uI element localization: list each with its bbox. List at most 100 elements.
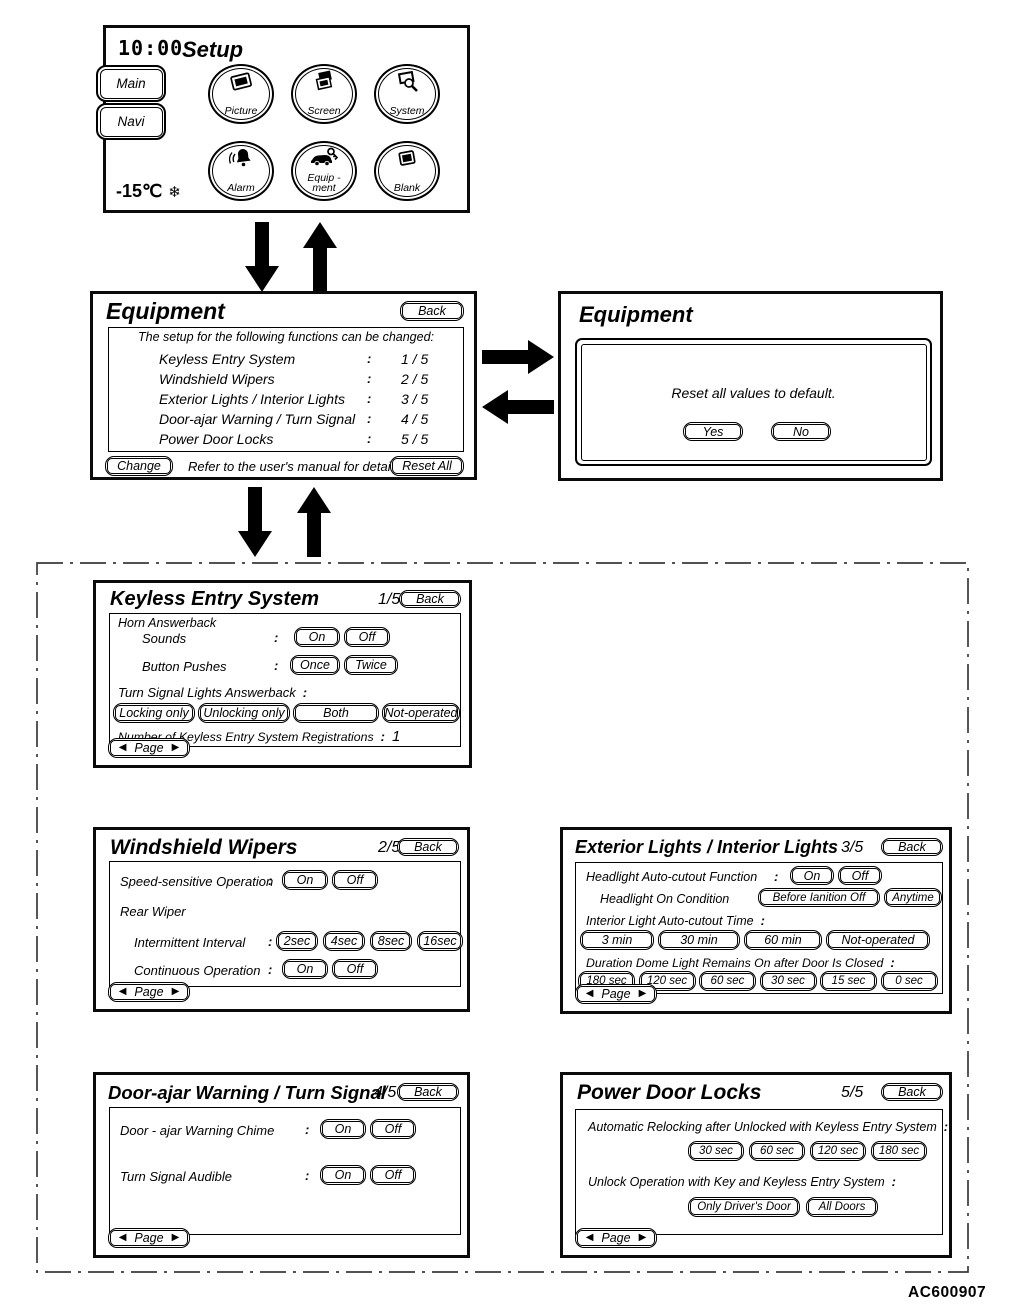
all-doors-button[interactable]: All Doors <box>806 1197 878 1217</box>
pushes-once-button[interactable]: Once <box>290 655 340 675</box>
option-label: Once <box>300 658 330 672</box>
headlight-off-button[interactable]: Off <box>838 866 882 885</box>
chime-on-button[interactable]: On <box>320 1119 366 1139</box>
sounds-on-button[interactable]: On <box>294 627 340 647</box>
setup-item-alarm[interactable]: Alarm <box>208 141 274 201</box>
chime-off-button[interactable]: Off <box>370 1119 416 1139</box>
page-prev-icon[interactable]: ◀ <box>118 1232 127 1243</box>
before-ignition-off-button[interactable]: Before Ianition Off <box>758 888 880 907</box>
power-door-locks-screen: Power Door Locks 5/5 Back Automatic Relo… <box>560 1072 952 1258</box>
locking-only-button[interactable]: Locking only <box>113 703 195 723</box>
page-nav-button[interactable]: ◀ Page ▶ <box>575 1228 657 1248</box>
option-label: 0 sec <box>895 975 923 987</box>
pushes-twice-button[interactable]: Twice <box>344 655 398 675</box>
arrow-setup-to-equipment-icon <box>245 222 279 292</box>
interval-16sec-button[interactable]: 16sec <box>417 931 463 951</box>
no-button[interactable]: No <box>771 422 831 441</box>
keyless-content-box: Horn Answerback Sounds : On Off Button P… <box>109 613 461 747</box>
auto-relock-label: Automatic Relocking after Unlocked with … <box>588 1119 948 1134</box>
setup-item-screen[interactable]: Screen <box>291 64 357 124</box>
back-button[interactable]: Back <box>400 301 464 321</box>
option-label: Only Driver's Door <box>697 1201 791 1213</box>
colon: : <box>367 431 372 446</box>
cutout-3min-button[interactable]: 3 min <box>580 930 654 950</box>
audible-on-button[interactable]: On <box>320 1165 366 1185</box>
dome-15sec-button[interactable]: 15 sec <box>820 971 877 991</box>
page-next-icon[interactable]: ▶ <box>171 986 180 997</box>
cutout-60min-button[interactable]: 60 min <box>744 930 822 950</box>
exterior-content-box: Headlight Auto-cutout Function : On Off … <box>575 862 943 994</box>
arrow-pages-to-equipment-icon <box>297 487 331 557</box>
yes-button[interactable]: Yes <box>683 422 743 441</box>
page-prev-icon[interactable]: ◀ <box>118 742 127 753</box>
audible-off-button[interactable]: Off <box>370 1165 416 1185</box>
cutout-not-operated-button[interactable]: Not-operated <box>826 930 930 950</box>
relock-120sec-button[interactable]: 120 sec <box>810 1141 866 1161</box>
option-label: Twice <box>355 658 387 672</box>
back-button[interactable]: Back <box>397 1083 459 1101</box>
option-label: On <box>803 868 821 883</box>
speed-off-button[interactable]: Off <box>332 870 378 890</box>
unlock-options: Only Driver's Door All Doors <box>688 1197 878 1217</box>
page-prev-icon[interactable]: ◀ <box>585 1232 594 1243</box>
dome-0sec-button[interactable]: 0 sec <box>880 971 938 991</box>
page-next-icon[interactable]: ▶ <box>638 988 647 999</box>
reset-all-button[interactable]: Reset All <box>390 456 464 476</box>
change-button[interactable]: Change <box>105 456 173 476</box>
only-drivers-door-button[interactable]: Only Driver's Door <box>688 1197 800 1217</box>
colon: : <box>268 873 273 888</box>
interval-2sec-button[interactable]: 2sec <box>276 931 318 951</box>
page-nav-button[interactable]: ◀ Page ▶ <box>108 738 190 758</box>
setup-item-label: Equip - ment <box>307 172 341 194</box>
temperature-value: -15℃ <box>116 181 163 201</box>
page-nav-button[interactable]: ◀ Page ▶ <box>108 982 190 1002</box>
tab-navi[interactable]: Navi <box>96 103 166 140</box>
speed-sensitive-label: Speed-sensitive Operation <box>120 874 274 889</box>
no-button-label: No <box>793 424 809 439</box>
tab-main[interactable]: Main <box>96 65 166 102</box>
car-key-icon <box>309 147 339 176</box>
headlight-on-button[interactable]: On <box>790 866 834 885</box>
back-button[interactable]: Back <box>399 590 461 608</box>
back-button[interactable]: Back <box>881 838 943 856</box>
relock-60sec-button[interactable]: 60 sec <box>749 1141 805 1161</box>
setup-item-system[interactable]: System <box>374 64 440 124</box>
function-name: Exterior Lights / Interior Lights <box>159 391 345 407</box>
back-button[interactable]: Back <box>397 838 459 856</box>
option-label: 8sec <box>377 934 405 948</box>
interval-8sec-button[interactable]: 8sec <box>370 931 412 951</box>
page-prev-icon[interactable]: ◀ <box>585 988 594 999</box>
back-button[interactable]: Back <box>881 1083 943 1101</box>
page-nav-button[interactable]: ◀ Page ▶ <box>575 984 657 1004</box>
cutout-30min-button[interactable]: 30 min <box>658 930 740 950</box>
speed-on-button[interactable]: On <box>282 870 328 890</box>
setup-item-picture[interactable]: Picture <box>208 64 274 124</box>
tab-main-label: Main <box>116 76 146 91</box>
continuous-on-button[interactable]: On <box>282 959 328 979</box>
back-button-label: Back <box>414 840 442 854</box>
setup-item-equipment[interactable]: Equip - ment <box>291 141 357 201</box>
page-title: Windshield Wipers <box>110 836 298 859</box>
back-button-label: Back <box>416 592 444 606</box>
page-next-icon[interactable]: ▶ <box>171 742 180 753</box>
dome-30sec-button[interactable]: 30 sec <box>759 971 817 991</box>
setup-item-blank[interactable]: Blank <box>374 141 440 201</box>
option-label: 15 sec <box>831 975 866 987</box>
continuous-off-button[interactable]: Off <box>332 959 378 979</box>
relock-180sec-button[interactable]: 180 sec <box>871 1141 927 1161</box>
interval-4sec-button[interactable]: 4sec <box>323 931 365 951</box>
page-next-icon[interactable]: ▶ <box>171 1232 180 1243</box>
anytime-button[interactable]: Anytime <box>884 888 942 907</box>
page-nav-label: Page <box>134 741 164 755</box>
page-nav-button[interactable]: ◀ Page ▶ <box>108 1228 190 1248</box>
unlocking-only-button[interactable]: Unlocking only <box>198 703 290 723</box>
both-button[interactable]: Both <box>293 703 379 723</box>
blank-monitor-icon <box>394 147 420 176</box>
page-next-icon[interactable]: ▶ <box>638 1232 647 1243</box>
reset-dialog-box: Reset all values to default. Yes No <box>575 338 932 466</box>
not-operated-button[interactable]: Not-operated <box>382 703 460 723</box>
sounds-off-button[interactable]: Off <box>344 627 390 647</box>
dome-60sec-button[interactable]: 60 sec <box>699 971 756 991</box>
relock-30sec-button[interactable]: 30 sec <box>688 1141 744 1161</box>
page-prev-icon[interactable]: ◀ <box>118 986 127 997</box>
